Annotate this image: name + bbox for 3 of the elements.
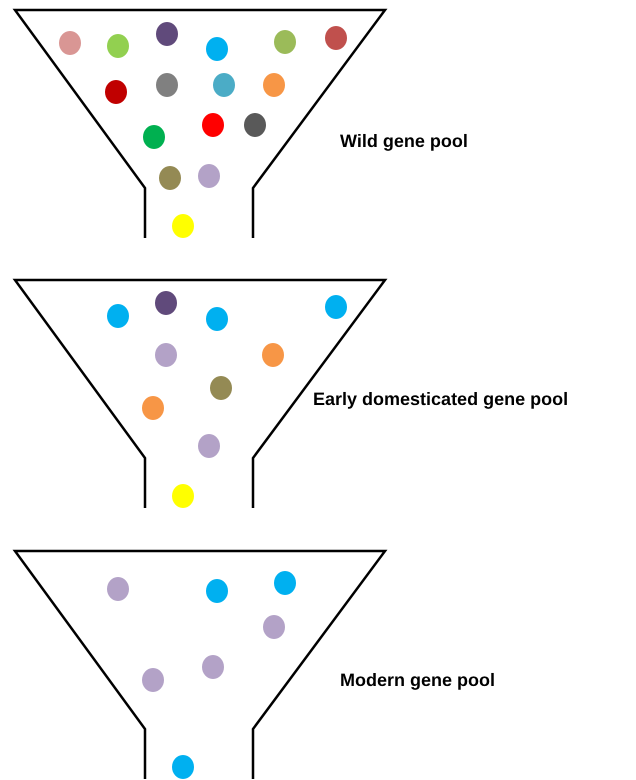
pool-label: Early domesticated gene pool [313,389,568,410]
pool-label: Modern gene pool [340,670,495,691]
pool-label: Wild gene pool [340,131,468,152]
